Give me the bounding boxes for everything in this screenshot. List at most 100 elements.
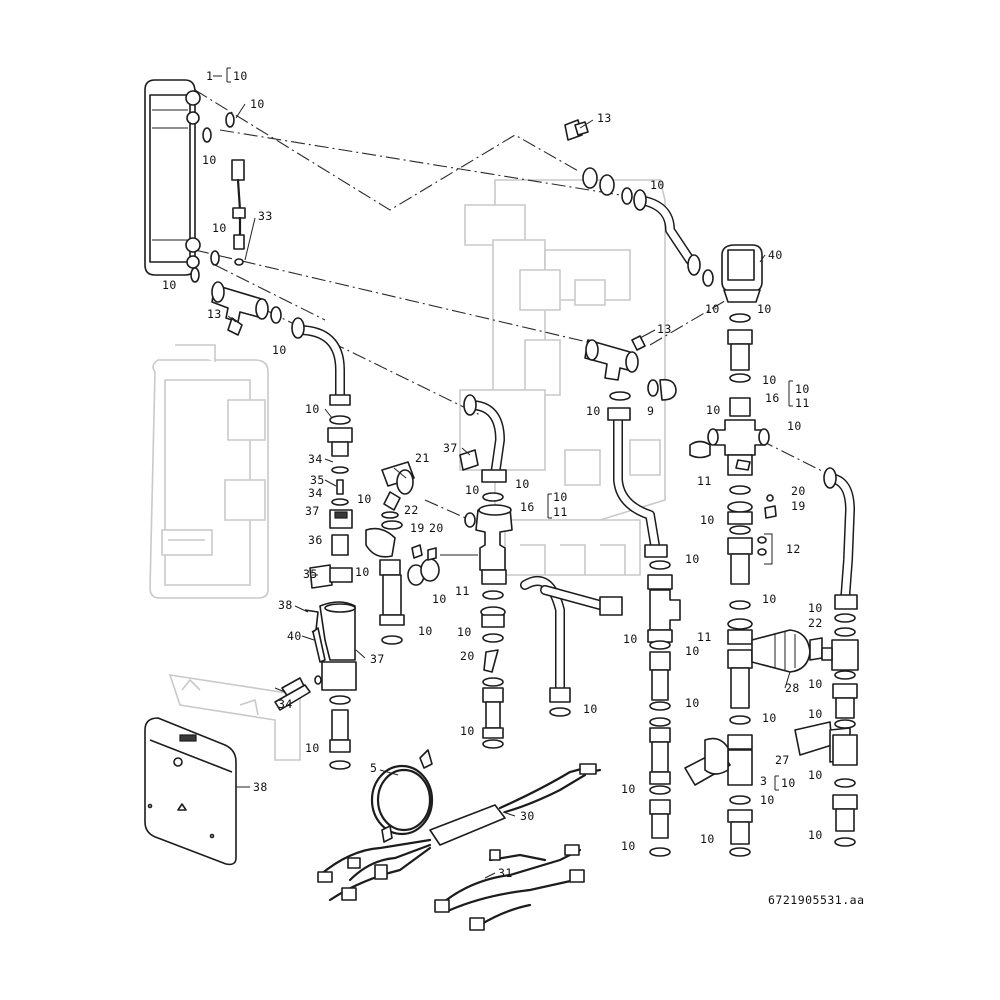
callout-11: 11 [697, 630, 712, 644]
callout-10: 10 [623, 632, 638, 646]
callout-10: 10 [583, 702, 598, 716]
drawing-number: 6721905531.aa [768, 893, 865, 907]
callout-1: 1 [206, 69, 213, 83]
callout-10: 10 [202, 153, 217, 167]
callout-brackets [226, 67, 793, 791]
main-cable-harness [317, 763, 602, 902]
callout-11: 11 [697, 474, 712, 488]
callout-10: 10 [305, 741, 320, 755]
callout-10: 10 [762, 711, 777, 725]
callout-34: 38 [278, 598, 293, 612]
callout-labels: 1 10 10 10 33 10 10 13 10 10 34 35 34 37… [162, 69, 823, 880]
callout-21: 22 [808, 616, 823, 630]
connection-lines [194, 89, 831, 521]
callout-11: 11 [553, 505, 568, 519]
callout-23: 27 [775, 753, 790, 767]
callout-10: 10 [465, 483, 480, 497]
callout-10: 10 [706, 403, 721, 417]
callout-10: 10 [212, 221, 227, 235]
callout-10: 10 [705, 302, 720, 316]
callout-13: 13 [657, 322, 672, 336]
callout-10: 10 [162, 278, 177, 292]
callout-10: 10 [685, 696, 700, 710]
housing-frame-left [149, 344, 269, 599]
callout-10: 10 [418, 624, 433, 638]
callout-10: 10 [650, 178, 665, 192]
small-parts-right [757, 494, 777, 556]
callout-10: 10 [586, 404, 601, 418]
centre-left-column [365, 461, 440, 645]
callout-9: 9 [647, 404, 654, 418]
callout-12: 12 [786, 542, 801, 556]
callout-11: 11 [455, 584, 470, 598]
sensor-cable-coil [370, 749, 434, 843]
callout-35: 40 [287, 629, 302, 643]
callout-10: 10 [700, 513, 715, 527]
callout-21: 22 [404, 503, 419, 517]
callout-28: 35 [310, 473, 325, 487]
callout-10: 10 [357, 492, 372, 506]
callout-10: 10 [685, 552, 700, 566]
callout-11: 11 [795, 396, 810, 410]
mixing-valve [684, 721, 851, 786]
left-riser-pipe [291, 317, 351, 406]
callout-19: 20 [460, 649, 475, 663]
callout-10: 10 [432, 592, 447, 606]
callout-10: 10 [808, 768, 823, 782]
upper-right-pipe [564, 119, 714, 287]
callout-3: 3 [760, 774, 767, 788]
callout-17: 19 [410, 521, 425, 535]
right-centre-tee [584, 335, 677, 401]
leader-lines [213, 75, 791, 879]
callout-20: 21 [415, 451, 430, 465]
callout-26: 33 [258, 209, 273, 223]
callout-18: 20 [429, 521, 444, 535]
sensor-cable [231, 159, 246, 266]
callout-24: 30 [520, 809, 535, 823]
callout-16: 16 [520, 500, 535, 514]
callout-22: 28 [785, 681, 800, 695]
callout-18: 20 [791, 484, 806, 498]
plate-heat-exchanger [144, 79, 235, 283]
callout-27: 34 [308, 486, 323, 500]
callout-10: 10 [685, 644, 700, 658]
callout-16: 16 [765, 391, 780, 405]
callout-37: 37 [443, 441, 458, 455]
right-main-column [689, 329, 770, 857]
callout-10: 10 [808, 828, 823, 842]
callout-10: 10 [762, 373, 777, 387]
callout-31: 36 [308, 533, 323, 547]
right-far-pipe [821, 467, 859, 847]
control-box [144, 717, 237, 866]
callout-27: 34 [308, 452, 323, 466]
right-centre-pipe [607, 407, 668, 558]
callout-13: 13 [597, 111, 612, 125]
callout-38: 38 [253, 780, 268, 794]
callout-10: 10 [787, 419, 802, 433]
callout-10: 10 [808, 677, 823, 691]
callout-5: 5 [370, 761, 377, 775]
callout-10: 10 [808, 601, 823, 615]
callout-25: 31 [498, 866, 513, 880]
callout-10: 10 [305, 402, 320, 416]
callout-10: 10 [700, 832, 715, 846]
centre-s-pipe [520, 575, 623, 717]
callout-10: 10 [760, 793, 775, 807]
callout-10: 10 [795, 382, 810, 396]
callout-10: 10 [272, 343, 287, 357]
callout-10: 10 [553, 490, 568, 504]
left-valve-column [274, 415, 357, 770]
callout-10: 10 [233, 69, 248, 83]
housing-frame-back [459, 179, 666, 576]
callout-10: 10 [457, 625, 472, 639]
flow-meter [721, 244, 763, 323]
callout-33: 37 [370, 652, 385, 666]
callout-10: 10 [781, 776, 796, 790]
callout-17: 19 [791, 499, 806, 513]
callout-10: 10 [621, 839, 636, 853]
callout-10: 10 [460, 724, 475, 738]
tee-fitting-left [211, 281, 282, 336]
callout-10: 10 [762, 592, 777, 606]
callout-30: 35 [303, 567, 318, 581]
